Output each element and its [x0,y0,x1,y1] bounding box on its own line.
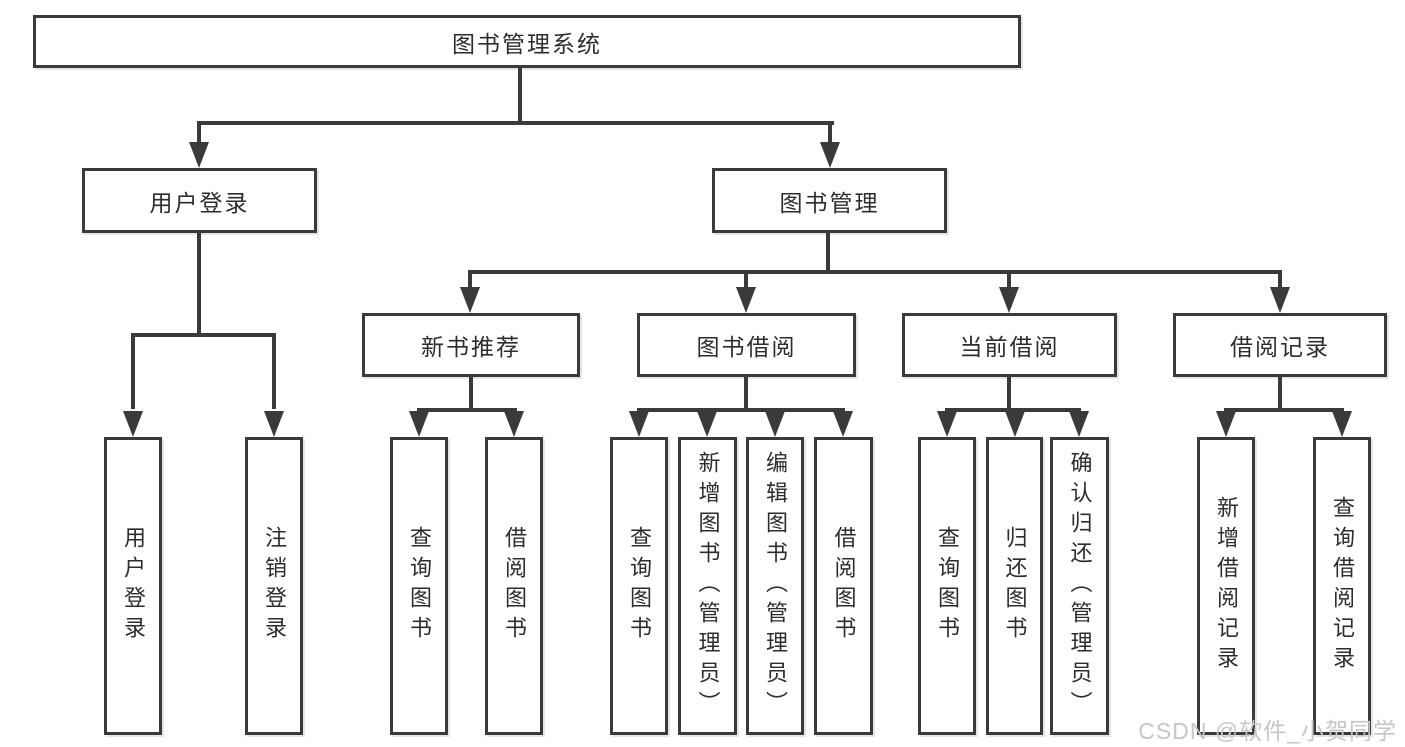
connector-rail [637,408,845,412]
connector-rail [1224,408,1344,412]
connector-rail [945,408,1081,412]
connector-drop [1278,270,1282,288]
watermark: CSDN @软件_小贺同学 [1138,718,1397,744]
arrow-down-icon [264,411,284,437]
node-book-borrow: 图书借阅 [637,313,856,377]
arrow-down-icon [460,287,480,313]
connector-stem [1278,377,1282,410]
arrow-down-icon [833,411,853,437]
node-new-book-recommend: 新书推荐 [362,313,580,377]
arrow-down-icon [765,411,785,437]
arrow-down-icon [409,411,429,437]
arrow-down-icon [629,411,649,437]
leaf-user-login: 用户登录 [104,437,162,735]
leaf-edit-book-admin: 编辑图书（管理员） [746,437,804,735]
connector-rail-level1 [197,121,834,125]
arrow-down-icon [189,142,209,168]
connector-drop [197,121,201,145]
connector-stem-root [518,68,522,123]
connector-rail-level2 [468,270,1282,274]
leaf-borrow-books: 借阅图书 [814,437,873,735]
node-root: 图书管理系统 [33,15,1021,68]
leaf-logout: 注销登录 [245,437,303,735]
connector-drop [744,270,748,288]
connector-stem [744,377,748,410]
connector-drop [131,333,135,409]
arrow-down-icon [1005,411,1025,437]
connector-stem-book-management [826,233,830,274]
node-user-login: 用户登录 [82,168,317,233]
node-current-borrow: 当前借阅 [902,313,1117,377]
arrow-down-icon [999,287,1019,313]
arrow-down-icon [123,411,143,437]
arrow-down-icon [820,142,840,168]
connector-stem-user-login [197,233,201,335]
arrow-down-icon [1216,411,1236,437]
arrow-down-icon [937,411,957,437]
connector-drop [468,270,472,288]
node-book-management: 图书管理 [712,168,947,233]
connector-stem [469,377,473,410]
connector-rail-user-login [131,333,276,337]
leaf-query-borrow-record: 查询借阅记录 [1313,437,1371,735]
leaf-query-books-recommend: 查询图书 [390,437,448,735]
arrow-down-icon [697,411,717,437]
node-borrow-records: 借阅记录 [1173,313,1387,377]
connector-stem [1007,377,1011,410]
arrow-down-icon [1069,411,1089,437]
leaf-query-books-borrow: 查询图书 [610,437,668,735]
connector-drop [272,333,276,409]
leaf-return-books: 归还图书 [986,437,1043,735]
arrow-down-icon [1270,287,1290,313]
arrow-down-icon [504,411,524,437]
leaf-add-book-admin: 新增图书（管理员） [678,437,737,735]
connector-rail [417,408,517,412]
arrow-down-icon [736,287,756,313]
leaf-add-borrow-record: 新增借阅记录 [1197,437,1255,735]
leaf-confirm-return-admin: 确认归还（管理员） [1050,437,1109,735]
connector-drop [1007,270,1011,288]
connector-drop [828,121,832,145]
leaf-query-books-current: 查询图书 [918,437,976,735]
arrow-down-icon [1332,411,1352,437]
leaf-borrow-books-recommend: 借阅图书 [485,437,543,735]
